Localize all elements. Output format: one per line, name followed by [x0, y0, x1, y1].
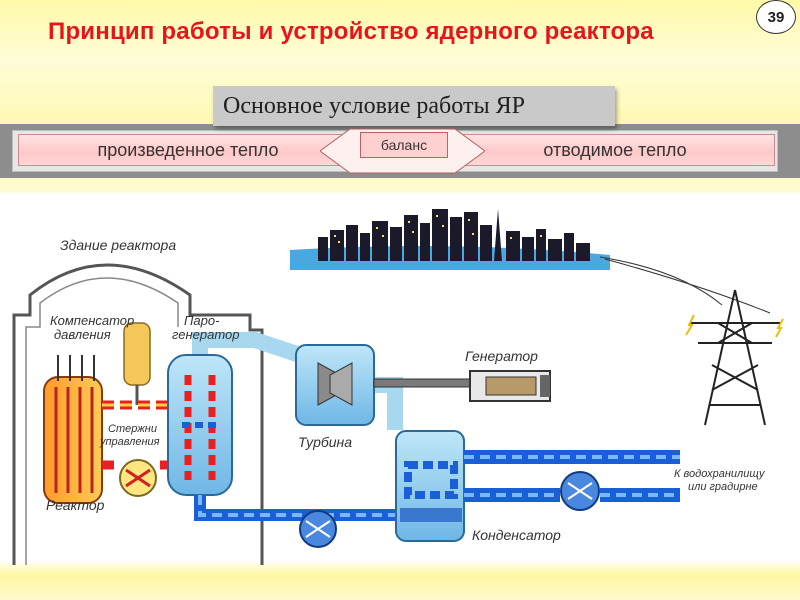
primary-pump: [119, 459, 157, 497]
generator: [469, 370, 551, 402]
produced-heat-label: произведенное тепло: [97, 139, 279, 160]
label-reservoir-line1: К водохранилищу: [674, 468, 765, 480]
label-condenser: Конденсатор: [472, 527, 561, 543]
subtitle-text: Основное условие работы ЯР: [223, 92, 525, 119]
label-control-rods-line2: управления: [100, 436, 160, 448]
feedwater-line: [194, 495, 400, 521]
removed-heat-label: отводимое тепло: [543, 139, 687, 160]
steam-line: [192, 332, 303, 363]
label-generator: Генератор: [465, 348, 538, 364]
condenser: [395, 430, 465, 542]
label-steam-generator-line1: Паро-: [184, 313, 220, 328]
label-reactor: Реактор: [46, 497, 105, 513]
label-reservoir-line2: или градирне: [688, 481, 758, 493]
label-reactor-building: Здание реактора: [60, 237, 177, 253]
turbine: [295, 344, 375, 426]
reactor-vessel: [43, 355, 103, 504]
label-pressurizer-line1: Компенсатор: [50, 313, 135, 328]
produced-heat-field: произведенное тепло: [18, 134, 358, 166]
pressurizer: [123, 322, 151, 405]
city-skyline: [290, 209, 610, 270]
label-control-rods-line1: Стержни: [108, 423, 157, 435]
page-number: 39: [767, 8, 785, 26]
npp-diagram: [12, 209, 784, 565]
transmission-tower: [685, 289, 784, 426]
power-lines: [599, 256, 771, 314]
subtitle-box: Основное условие работы ЯР: [213, 86, 615, 126]
slide-title: Принцип работы и устройство ядерного реа…: [48, 18, 654, 45]
cooling-pump: [560, 471, 600, 511]
steam-generator: [167, 354, 233, 496]
feed-pump: [299, 510, 337, 548]
page-number-badge: 39: [756, 0, 796, 34]
balance-label: баланс: [380, 137, 428, 153]
label-turbine: Турбина: [298, 434, 353, 450]
turbine-shaft: [373, 378, 485, 388]
balance-label-box: баланс: [360, 132, 448, 158]
reactor-building: [12, 263, 264, 565]
label-steam-generator-line2: генератор: [172, 327, 240, 342]
removed-heat-field: отводимое тепло: [455, 134, 775, 166]
label-pressurizer-line2: давления: [54, 327, 111, 342]
